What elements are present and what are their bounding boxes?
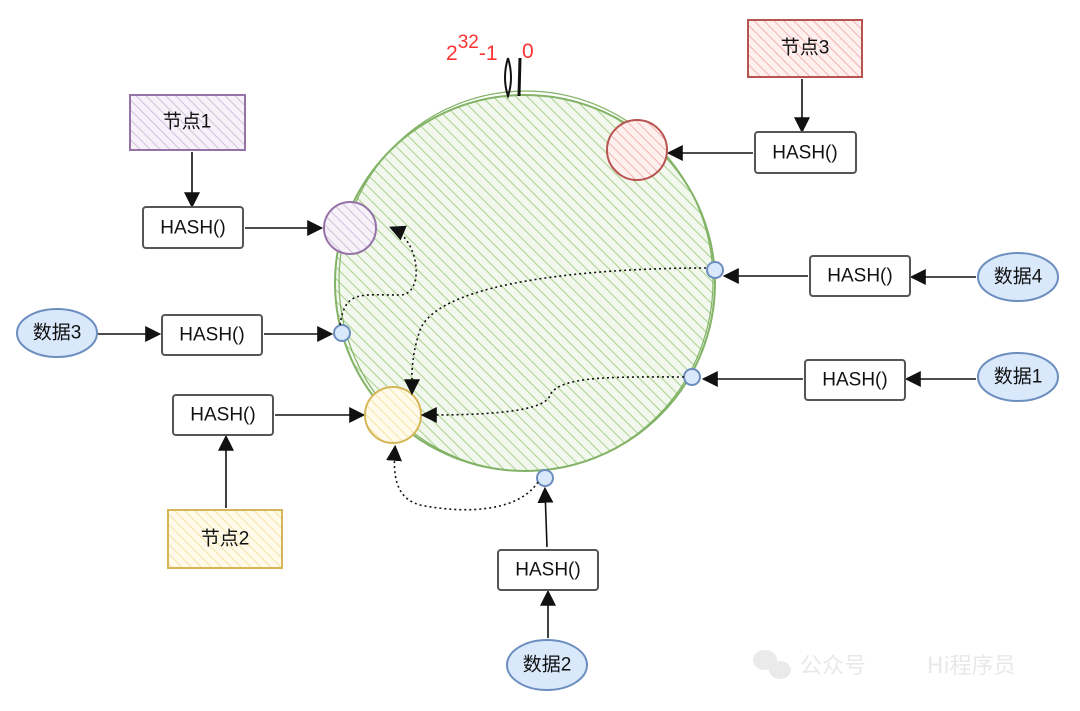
watermark: 公众号 Hi程序员 <box>753 650 1016 679</box>
hash-label: HASH() <box>515 560 580 581</box>
wechat-icon <box>753 650 791 679</box>
data4-item[interactable]: 数据4 <box>977 252 1059 302</box>
node2-box[interactable]: 节点2 <box>167 509 283 569</box>
max-label-suffix: -1 <box>479 42 498 65</box>
zero-label: 0 <box>522 40 534 63</box>
node1-position <box>323 201 377 255</box>
data3-label: 数据3 <box>33 322 82 344</box>
hash-box-data4[interactable]: HASH() <box>809 255 911 297</box>
node1-label: 节点1 <box>163 111 212 133</box>
max-label-exp: 32 <box>458 32 479 53</box>
data1-position <box>683 368 701 386</box>
hash-box-node3[interactable]: HASH() <box>754 131 857 174</box>
hash-box-data3[interactable]: HASH() <box>161 314 263 356</box>
max-label-base: 2 <box>446 42 458 65</box>
data1-label: 数据1 <box>994 366 1043 388</box>
max-marker <box>504 57 512 100</box>
data3-position <box>333 324 351 342</box>
data3-item[interactable]: 数据3 <box>16 308 98 358</box>
data2-label: 数据2 <box>523 654 572 676</box>
hash-ring <box>334 90 716 472</box>
hash-box-data1[interactable]: HASH() <box>804 359 906 401</box>
data4-label: 数据4 <box>994 266 1043 288</box>
ring-origin-label: 232-1 0 <box>446 32 534 100</box>
svg-text:232-1: 232-1 <box>446 32 498 65</box>
data3-to-node1-arrow <box>339 225 417 326</box>
hash-label: HASH() <box>160 218 225 239</box>
hash-box-node1[interactable]: HASH() <box>142 206 244 249</box>
watermark-right: Hi程序员 <box>927 654 1016 679</box>
node3-box[interactable]: 节点3 <box>747 19 863 78</box>
node2-label: 节点2 <box>201 528 250 550</box>
node3-label: 节点3 <box>781 37 830 59</box>
hash-label: HASH() <box>822 370 887 391</box>
watermark-left: 公众号 <box>800 654 866 679</box>
hash-label: HASH() <box>827 266 892 287</box>
hash-box-node2[interactable]: HASH() <box>172 394 274 436</box>
arrow <box>537 486 554 548</box>
zero-marker <box>517 57 522 97</box>
hash-label: HASH() <box>190 405 255 426</box>
node1-box[interactable]: 节点1 <box>129 94 246 151</box>
data2-to-node2-arrow <box>386 444 539 511</box>
data2-position <box>536 469 554 487</box>
data2-item[interactable]: 数据2 <box>506 639 588 691</box>
hash-label: HASH() <box>772 143 837 164</box>
node3-position <box>606 119 668 181</box>
data4-position <box>706 261 724 279</box>
data4-to-node2-arrow <box>403 267 707 396</box>
hash-box-data2[interactable]: HASH() <box>497 549 599 591</box>
hash-label: HASH() <box>179 325 244 346</box>
data1-item[interactable]: 数据1 <box>977 352 1059 402</box>
node2-position <box>364 386 422 444</box>
